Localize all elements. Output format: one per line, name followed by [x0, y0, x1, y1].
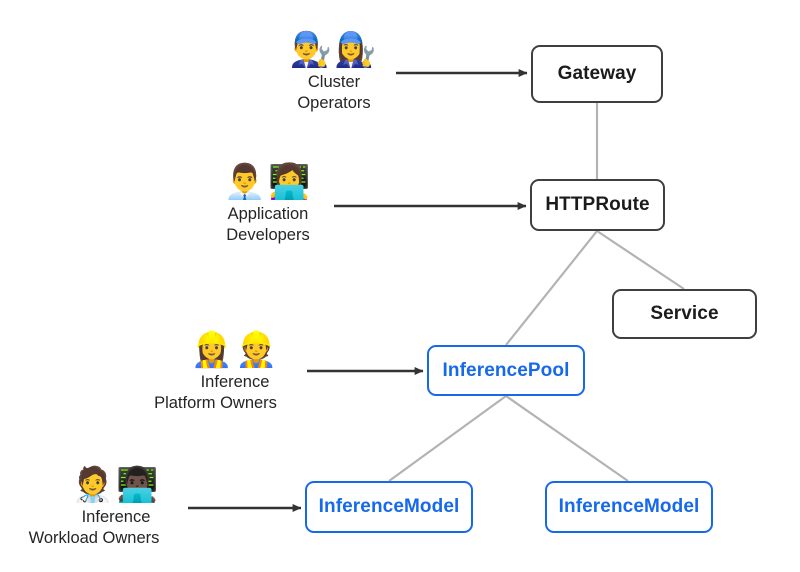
actor-inference-workload-owners-label-line1: Inference [81, 508, 151, 526]
inference-platform-owners-people-icon: 👷‍♀️👷 [190, 330, 280, 370]
actor-inference-platform-owners-label-line1: Inference [200, 373, 270, 391]
node-inferencemodel-left[interactable]: InferenceModel [305, 481, 473, 533]
node-gateway[interactable]: Gateway [531, 45, 663, 103]
actor-application-developers-label-line2: Developers [226, 226, 310, 244]
edge-httproute-inferencepool [505, 230, 598, 346]
actor-inference-platform-owners: 👷‍♀️👷 Inference Platform Owners [154, 330, 291, 414]
actor-application-developers-label-line1: Application [227, 205, 309, 223]
cluster-operators-people-icon: 👨‍🔧👩‍🔧 [289, 30, 379, 70]
node-httproute[interactable]: HTTPRoute [530, 179, 665, 231]
actor-inference-platform-owners-label-line2: Platform Owners [154, 394, 277, 412]
actor-application-developers: 👨‍💼👩‍💻 Application Developers [212, 162, 324, 246]
edge-inferencepool-inferencemodel-right [505, 395, 629, 482]
node-inferencemodel-right-label: InferenceModel [558, 496, 700, 517]
actor-inference-workload-owners: 🧑‍⚕️👨🏿‍💻 Inference Workload Owners [29, 465, 172, 549]
node-httproute-label: HTTPRoute [545, 194, 650, 215]
actor-cluster-operators-label-line2: Operators [297, 94, 371, 112]
actor-inference-workload-owners-label-line2: Workload Owners [28, 529, 160, 547]
node-inferencemodel-right[interactable]: InferenceModel [545, 481, 713, 533]
inference-workload-owners-people-icon: 🧑‍⚕️👨🏿‍💻 [71, 465, 161, 505]
node-inferencepool-label: InferencePool [442, 359, 570, 381]
application-developers-people-icon: 👨‍💼👩‍💻 [223, 162, 313, 202]
node-inferencemodel-left-label: InferenceModel [318, 496, 460, 517]
actor-cluster-operators: 👨‍🔧👩‍🔧 Cluster Operators [278, 30, 390, 114]
edge-httproute-service [596, 230, 685, 290]
edge-inferencepool-inferencemodel-left [388, 395, 507, 482]
node-service[interactable]: Service [612, 289, 757, 339]
node-gateway-label: Gateway [557, 63, 637, 84]
node-inferencepool[interactable]: InferencePool [427, 345, 585, 396]
node-service-label: Service [650, 303, 719, 324]
actor-cluster-operators-label-line1: Cluster [307, 73, 361, 91]
